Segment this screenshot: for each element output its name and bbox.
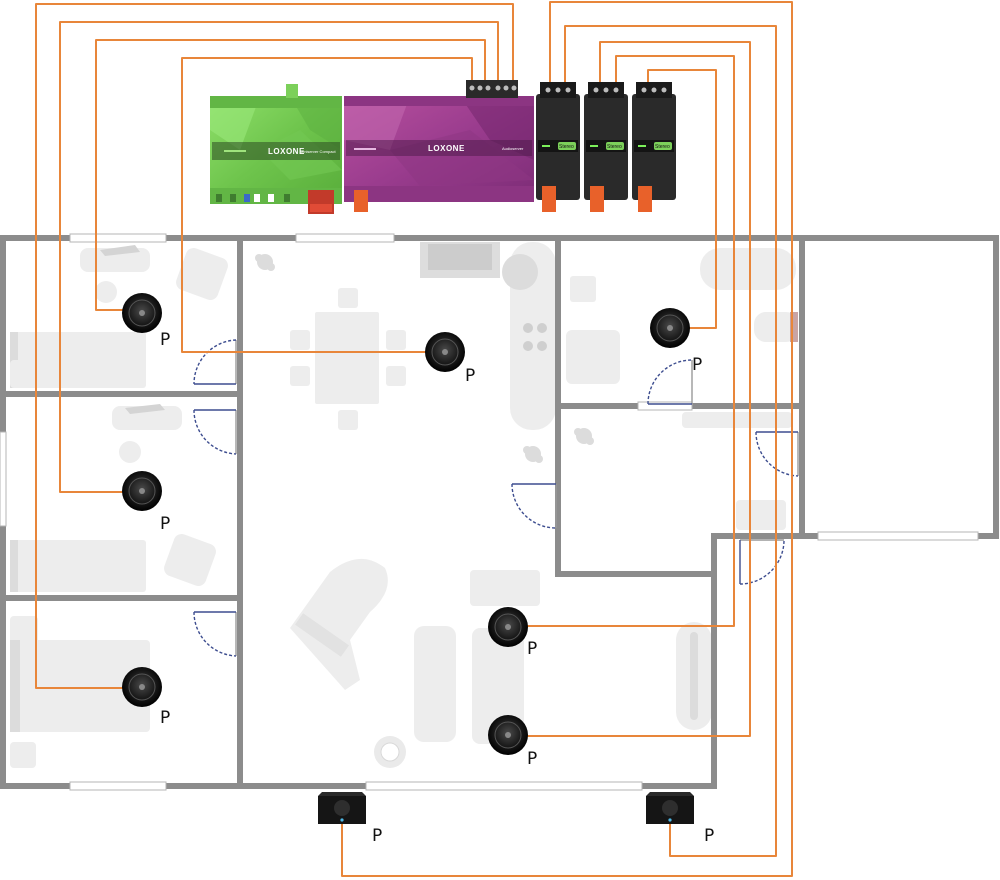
- wire-bedroom-3: [35, 3, 514, 689]
- audioserver-brand: LOXONE: [428, 144, 465, 153]
- wire-outdoor-right: [564, 25, 777, 857]
- speakers: P P P P P P P P: [122, 293, 714, 846]
- audioserver-terminal: [354, 190, 368, 212]
- ceiling-speaker-bedroom-2[interactable]: [122, 471, 162, 511]
- speaker-label: P: [704, 826, 714, 846]
- armchair-furniture: [176, 248, 228, 300]
- speaker-label: P: [692, 355, 702, 375]
- ceiling-speaker-living-1[interactable]: [488, 607, 528, 647]
- grand-piano: [290, 558, 388, 690]
- miniserver-device[interactable]: LOXONE Miniserver Compact: [210, 84, 342, 214]
- doors: [193, 339, 799, 657]
- sofa-furniture: [414, 626, 456, 742]
- miniserver-model: Miniserver Compact: [300, 149, 336, 154]
- extension-terminal: [638, 186, 652, 212]
- ceiling-speaker-bedroom-3[interactable]: [122, 667, 162, 707]
- speaker-label: P: [527, 749, 537, 769]
- speaker-label: P: [527, 639, 537, 659]
- bed-furniture: [10, 332, 146, 388]
- extension-label: Stereo: [655, 144, 670, 150]
- outdoor-speaker-right[interactable]: [646, 792, 694, 824]
- ceiling-speaker-bedroom-1[interactable]: [122, 293, 162, 333]
- wire-outdoor-left: [341, 1, 793, 877]
- miniserver-brand: LOXONE: [268, 147, 305, 156]
- extension-label: Stereo: [607, 144, 622, 150]
- wire-kitchen: [181, 57, 473, 353]
- speaker-label: P: [160, 514, 170, 534]
- stereo-extension-3[interactable]: Stereo: [632, 82, 676, 212]
- wire-bedroom-1: [95, 39, 486, 311]
- audioserver-device[interactable]: LOXONE Audioserver: [344, 80, 534, 212]
- speaker-wires: [35, 1, 793, 877]
- bed-furniture: [10, 640, 150, 732]
- speaker-label: P: [160, 330, 170, 350]
- ceiling-speaker-kitchen[interactable]: [425, 332, 465, 372]
- windows: [0, 233, 979, 791]
- speaker-label: P: [465, 366, 475, 386]
- desk-furniture: [80, 248, 150, 272]
- bathtub: [700, 248, 796, 290]
- stereo-extension-1[interactable]: Stereo: [536, 82, 580, 212]
- extension-terminal: [542, 186, 556, 212]
- wire-bedroom-2: [59, 21, 499, 493]
- speaker-label: P: [372, 826, 382, 846]
- extension-label: Stereo: [559, 144, 574, 150]
- extension-terminal: [590, 186, 604, 212]
- bed-furniture: [10, 540, 146, 592]
- wire-living-1: [508, 55, 735, 627]
- dining-table: [315, 312, 379, 404]
- armchair-furniture: [164, 534, 216, 586]
- outdoor-speaker-left[interactable]: [318, 792, 366, 824]
- speaker-label: P: [160, 708, 170, 728]
- wire-bathroom: [647, 69, 717, 329]
- ceiling-speaker-living-2[interactable]: [488, 715, 528, 755]
- furniture-layer: [10, 242, 798, 768]
- audioserver-model: Audioserver: [502, 146, 524, 151]
- ceiling-speaker-bathroom[interactable]: [650, 308, 690, 348]
- wire-living-2: [508, 41, 751, 737]
- stereo-extension-2[interactable]: Stereo: [584, 82, 628, 212]
